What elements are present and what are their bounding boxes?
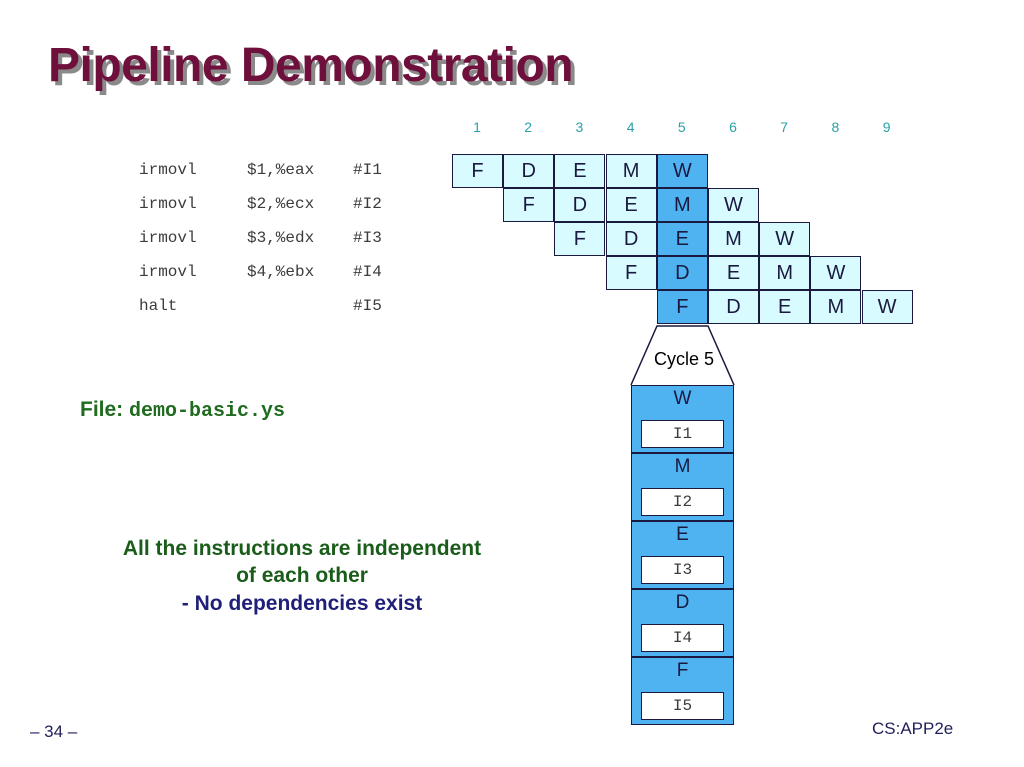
pipeline-cell: W	[708, 188, 759, 222]
pipeline-cell: F	[605, 256, 657, 290]
slide-title-shadow: Pipeline Demonstration	[52, 43, 578, 96]
pipeline-cell: D	[605, 222, 657, 256]
cycle-number: 5	[677, 119, 686, 135]
note-line-1: All the instructions are independent	[122, 537, 482, 560]
pipeline-cell: W	[759, 222, 811, 256]
pipeline-cell: M	[605, 154, 657, 188]
file-line: File: demo-basic.ys	[80, 398, 285, 423]
stage-block: F I5	[631, 657, 734, 725]
pipeline-cell: W	[656, 154, 708, 188]
pipeline-cell: E	[656, 222, 708, 256]
instruction-tag: #I5	[353, 297, 382, 315]
pipeline-cell: F	[452, 154, 503, 188]
file-label: File:	[80, 398, 124, 421]
instruction-opcode: irmovl	[139, 195, 197, 213]
stage-name: E	[676, 524, 689, 545]
cycle-number: 1	[473, 119, 481, 135]
stage-instruction: I3	[641, 556, 724, 584]
pipeline-cell: D	[503, 154, 555, 188]
pipeline-cell: W	[861, 290, 913, 324]
cycle-number: 7	[780, 119, 789, 135]
instruction-operands: $3,%edx	[247, 229, 315, 247]
instruction-tag: #I3	[353, 229, 382, 247]
page-number: – 34 –	[30, 722, 78, 741]
stage-block: M I2	[631, 453, 734, 521]
instruction-opcode: irmovl	[139, 263, 197, 281]
file-name: demo-basic.ys	[129, 400, 286, 423]
pipeline-cell: M	[708, 222, 759, 256]
stage-instruction: I1	[641, 420, 724, 448]
instruction-tag: #I1	[353, 161, 382, 179]
cycle-number: 6	[729, 119, 737, 135]
cycle-number: 3	[575, 119, 584, 135]
slide-title-text: Pipeline Demonstration	[48, 39, 574, 92]
note-line-3: - No dependencies exist	[181, 592, 423, 615]
pipeline-cell: M	[759, 256, 811, 290]
pipeline-cell: F	[503, 188, 555, 222]
pipeline-cell: E	[605, 188, 657, 222]
pipeline-cell: E	[759, 290, 811, 324]
cycle-number: 2	[524, 119, 533, 135]
pipeline-cell: W	[810, 256, 862, 290]
pipeline-cell: M	[656, 188, 708, 222]
course-label: CS:APP2e	[872, 719, 954, 738]
pipeline-cell: M	[810, 290, 862, 324]
stage-block: E I3	[631, 521, 734, 589]
note-line-2: of each other	[236, 564, 368, 587]
pipeline-cell: D	[708, 290, 759, 324]
instruction-operands: $4,%ebx	[247, 263, 315, 281]
stage-name: D	[675, 592, 690, 613]
pipeline-cell: D	[656, 256, 708, 290]
cycle-label: Cycle 5	[653, 349, 715, 369]
instruction-operands: $1,%eax	[247, 161, 315, 179]
stage-name: F	[676, 660, 689, 681]
instruction-opcode: irmovl	[139, 229, 197, 247]
cycle-number: 4	[626, 119, 635, 135]
cycle-number: 8	[831, 119, 840, 135]
pipeline-cell: F	[656, 290, 708, 324]
stage-instruction: I4	[641, 624, 724, 652]
stage-instruction: I2	[641, 488, 724, 516]
cycle-number: 9	[882, 119, 891, 135]
pipeline-cell: D	[554, 188, 606, 222]
pipeline-cell: F	[554, 222, 606, 256]
instruction-tag: #I4	[353, 263, 382, 281]
pipeline-cell: E	[554, 154, 606, 188]
instruction-operands: $2,%ecx	[247, 195, 315, 213]
stage-name: M	[674, 456, 691, 477]
instruction-opcode: halt	[139, 297, 178, 315]
instruction-opcode: irmovl	[139, 161, 197, 179]
stage-name: W	[673, 388, 692, 409]
stage-block: W I1	[631, 385, 734, 453]
stage-instruction: I5	[641, 692, 724, 720]
pipeline-cell: E	[708, 256, 759, 290]
stage-block: D I4	[631, 589, 734, 657]
instruction-tag: #I2	[353, 195, 382, 213]
